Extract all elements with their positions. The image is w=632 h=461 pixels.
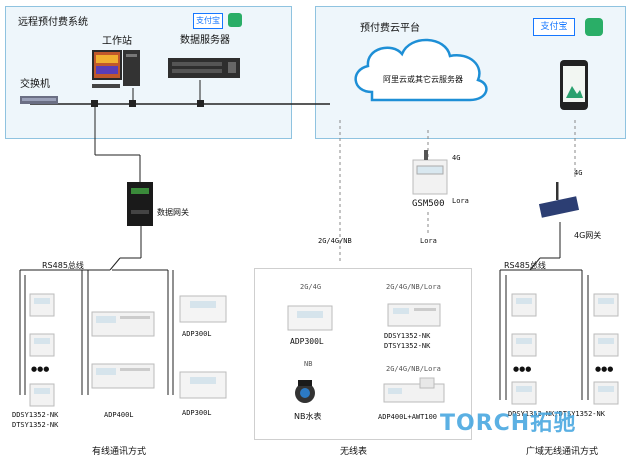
switch-label: 交换机 xyxy=(20,79,50,90)
lora-bottom-label: Lora xyxy=(420,237,437,245)
wired-caption: 有线通讯方式 xyxy=(92,447,147,457)
cloud-text: 阿里云或其它云服务器 xyxy=(383,75,463,84)
tag-multi-1: 2G/4G/NB/Lora xyxy=(386,283,441,291)
tag-2g4g: 2G/4G xyxy=(300,283,322,291)
wireless-caption: 无线表 xyxy=(340,447,368,457)
gsm-lora-label: Lora xyxy=(452,197,469,205)
wired-meter-line1: DDSY1352-NK xyxy=(12,411,59,419)
local-system-panel xyxy=(5,6,292,139)
local-system-title: 远程预付费系统 xyxy=(18,17,88,28)
tag-multi-2: 2G/4G/NB/Lora xyxy=(386,365,441,373)
wechat-icon xyxy=(228,13,242,27)
workstation-label: 工作站 xyxy=(102,36,132,47)
wired-meter-line2: DTSY1352-NK xyxy=(12,421,59,429)
gsm500-label: GSM500 xyxy=(412,199,445,209)
nb-water-label: NB水表 xyxy=(294,412,322,421)
rs485-left-label: RS485总线 xyxy=(42,261,84,270)
torch-watermark-logo: TORCH拓驰 xyxy=(440,411,577,436)
dots-right-2: ●●● xyxy=(595,365,614,373)
gw4g-top-label: 4G xyxy=(574,169,583,177)
tag-nb: NB xyxy=(304,360,313,368)
data-gateway-label: 数据网关 xyxy=(157,208,189,217)
gsm-4g-label: 4G xyxy=(452,154,461,162)
wireless-ddsy: DDSY1352-NK xyxy=(384,332,431,340)
data-server-label: 数据服务器 xyxy=(180,35,230,46)
rs485-right-label: RS485总线 xyxy=(504,261,546,270)
link-2g4gnb-label: 2G/4G/NB xyxy=(318,237,352,245)
wireless-meter-panel xyxy=(254,268,472,440)
dots-right-1: ●●● xyxy=(513,365,532,373)
adp400l-awt100-label: ADP400L+AWT100 xyxy=(378,413,438,421)
gw4g-label: 4G网关 xyxy=(574,231,602,240)
alipay-icon-cloud: 支付宝 xyxy=(533,18,575,36)
wan-meter-label: DDSY1352-NK/DTSY1352-NK xyxy=(508,410,605,418)
adp400l-label: ADP400L xyxy=(104,411,134,419)
wireless-dtsy: DTSY1352-NK xyxy=(384,342,431,350)
adp300l-bottom-label: ADP300L xyxy=(182,409,212,417)
dots-left: ●●● xyxy=(31,365,50,373)
adp300l-top-label: ADP300L xyxy=(182,330,212,338)
wechat-icon-cloud xyxy=(585,18,603,36)
cloud-platform-title: 预付费云平台 xyxy=(360,23,420,34)
wan-caption: 广域无线通讯方式 xyxy=(526,447,599,457)
alipay-icon: 支付宝 xyxy=(193,13,223,29)
wireless-adp300l: ADP300L xyxy=(290,337,324,346)
